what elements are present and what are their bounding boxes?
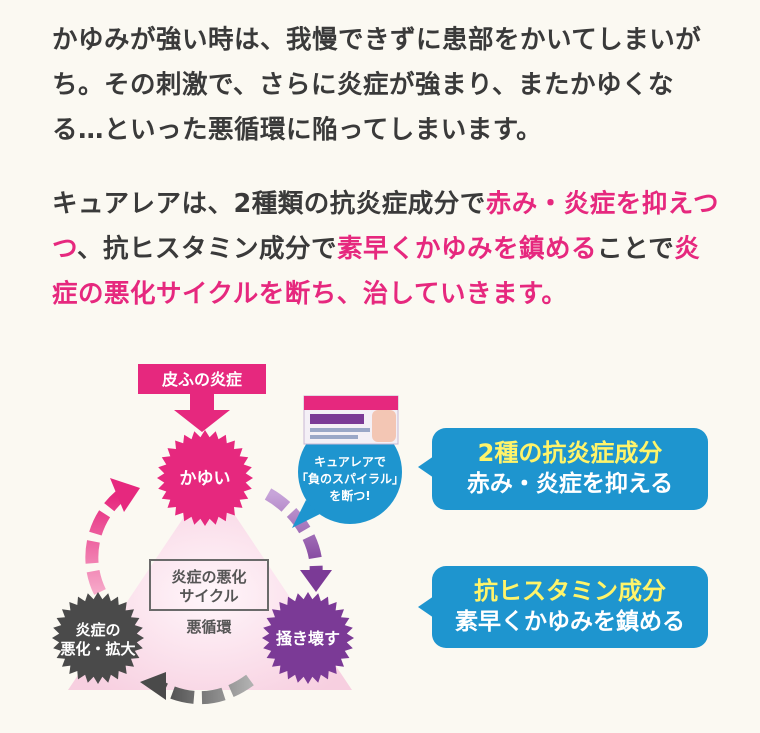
callout-pointer [418,596,434,618]
worsen-node-line2: 悪化・拡大 [60,640,135,658]
arrow-worsen-to-itch-head [110,478,140,512]
product-highlight-3: 炎症の悪化サイクルを断ち、治していきます。 [52,234,701,309]
callout-text: 素早くかゆみを鎮める [455,609,685,635]
arrow-scratch-to-worsen [159,674,254,705]
trigger-arrow [174,394,230,432]
arrow-worsen-to-itch [85,491,125,595]
bubble-line3: を断つ! [329,488,370,503]
center-box [149,559,269,611]
callout-pointer [418,456,434,478]
intro-paragraph: かゆみが強い時は、我慢できずに患部をかいてしまいがち。その刺激で、さらに炎症が強… [52,25,702,145]
vicious-cycle-diagram: 皮ふの炎症 炎症の悪化 サイクル 悪循環 かゆい 掻き壊す 炎症の 悪化・拡大 … [52,364,404,705]
arrow-itch-to-scratch [264,488,323,573]
product-paragraph: キュアレアは、2種類の抗炎症成分で赤み・炎症を抑えつつ、抗ヒスタミン成分で素早く… [52,182,722,317]
scratch-node-burst [262,592,354,684]
scratch-node-label: 掻き壊す [276,629,340,648]
product-text-2: 、抗ヒスタミン成分で [76,234,337,264]
product-box-image [303,395,399,445]
product-text-1: キュアレアは、2種類の抗炎症成分で [52,189,486,219]
trigger-label: 皮ふの炎症 [161,370,242,389]
product-text-3: ことで [597,234,675,264]
anti-inflammatory-callout: 2種の抗炎症成分 赤み・炎症を抑える [418,428,708,510]
arrow-itch-to-scratch-head [300,570,332,592]
center-caption: 悪循環 [186,618,232,636]
callout-title: 抗ヒスタミン成分 [474,577,666,605]
worsen-node-line1: 炎症の [75,621,120,639]
arrow-scratch-to-worsen-head [140,672,166,700]
worsen-node-burst [52,592,144,684]
product-highlight-2: 素早くかゆみを鎮める [337,234,598,264]
center-box-line1: 炎症の悪化 [171,568,246,586]
product-bubble-circle [298,420,402,524]
bubble-line1: キュアレアで [314,455,386,469]
bubble-line2: 「負のスパイラル」 [296,471,404,486]
itch-node-label: かゆい [180,469,231,489]
callout-text: 赤み・炎症を抑える [466,471,674,497]
trigger-box [138,364,266,394]
callout-title: 2種の抗炎症成分 [477,439,663,467]
product-highlight-1: 赤み・炎症を抑えつつ [52,189,719,264]
itch-node-burst [157,430,253,526]
antihistamine-callout: 抗ヒスタミン成分 素早くかゆみを鎮める [418,566,708,648]
center-box-line2: サイクル [179,587,238,605]
